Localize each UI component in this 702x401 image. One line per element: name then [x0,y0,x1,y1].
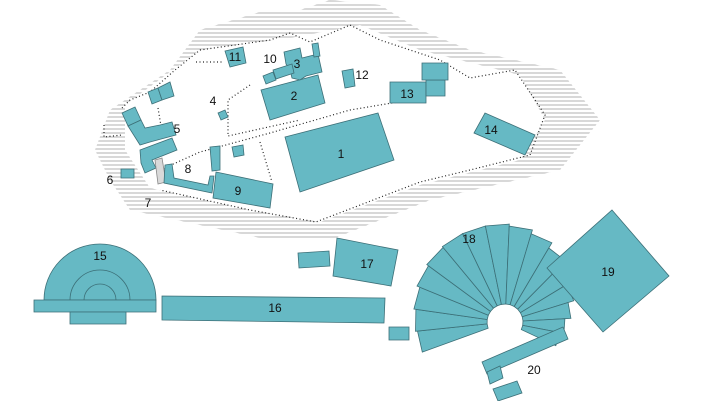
building-18-void [496,313,514,331]
building-4[interactable] [217,109,229,121]
building-6[interactable] [120,168,135,179]
building-10b[interactable] [272,63,295,80]
building-8b[interactable] [209,145,221,172]
building-15-base[interactable] [69,311,127,325]
building-13[interactable] [389,81,427,104]
map-label-1: 1 [338,147,345,161]
path-outline [103,24,546,223]
map-label-5: 5 [174,122,181,136]
map-label-14: 14 [484,123,498,137]
building-17[interactable] [332,237,399,287]
building-18-segment[interactable] [505,225,533,306]
building-19[interactable] [546,209,670,333]
building-10a[interactable] [262,71,277,85]
building-13c[interactable] [421,62,449,81]
building-20[interactable] [481,326,569,375]
building-5d[interactable] [157,81,175,101]
building-1[interactable] [284,112,395,193]
map-label-17: 17 [360,257,374,271]
building-18-segment[interactable] [521,301,572,322]
building-9[interactable] [212,171,274,209]
theatre-tier [83,283,117,301]
building-3-annex[interactable] [311,42,321,58]
map-label-16: 16 [268,301,282,315]
building-13b[interactable] [425,79,446,97]
building-small-c[interactable] [388,326,410,341]
building-18-segment[interactable] [509,233,553,308]
map-label-19: 19 [601,265,615,279]
map-label-7: 7 [145,196,152,210]
building-8[interactable] [163,163,215,194]
building-12[interactable] [341,68,356,89]
building-18-segment[interactable] [519,284,575,318]
building-16[interactable] [161,295,386,324]
building-14[interactable] [473,112,536,156]
building-5e[interactable] [139,137,178,174]
map-label-9: 9 [235,184,242,198]
building-5b[interactable] [127,119,177,146]
map-label-20: 20 [527,363,541,377]
building-11[interactable] [224,46,247,68]
map-label-13: 13 [400,87,414,101]
building-small[interactable] [231,144,245,158]
building-20c[interactable] [492,380,523,401]
theatre-tier [69,269,131,301]
map-label-8: 8 [185,162,192,176]
building-18-segment[interactable] [484,223,510,305]
building-15-stage[interactable] [33,299,157,313]
building-20b[interactable] [486,365,504,385]
map-label-2: 2 [291,89,298,103]
map-label-15: 15 [93,249,107,263]
map-label-12: 12 [355,68,369,82]
map-label-10: 10 [263,52,277,66]
map-label-3: 3 [294,57,301,71]
map-label-11: 11 [229,50,242,64]
map-label-4: 4 [210,94,217,108]
building-small-b[interactable] [297,250,331,269]
map-label-18: 18 [462,232,476,246]
building-15[interactable] [43,243,157,301]
buildings [33,42,670,401]
map-label-6: 6 [107,173,114,187]
